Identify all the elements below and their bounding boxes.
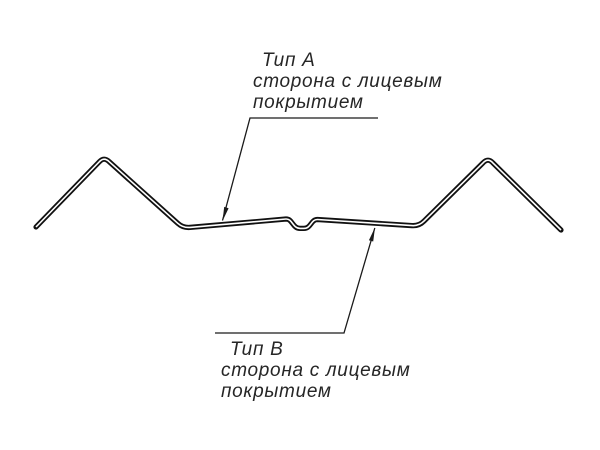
label-b-line3: покрытием <box>221 381 332 402</box>
sheet-profile-core <box>35 158 562 231</box>
leader-a <box>221 117 378 221</box>
label-b-line2: сторона с лицевым <box>221 360 411 381</box>
label-a-line3: покрытием <box>253 92 364 113</box>
label-type-a: Тип А сторона с лицевым покрытием <box>253 50 442 113</box>
label-a-line2: сторона с лицевым <box>253 71 443 92</box>
sheet-profile-outline <box>33 156 564 233</box>
label-b-title: Тип В <box>230 339 284 360</box>
label-type-b: Тип В сторона с лицевым покрытием <box>221 339 410 402</box>
arrow-a-icon <box>222 206 229 221</box>
leader-b <box>215 227 376 334</box>
arrow-b-icon <box>368 227 375 242</box>
label-a-title: Тип А <box>262 50 316 71</box>
